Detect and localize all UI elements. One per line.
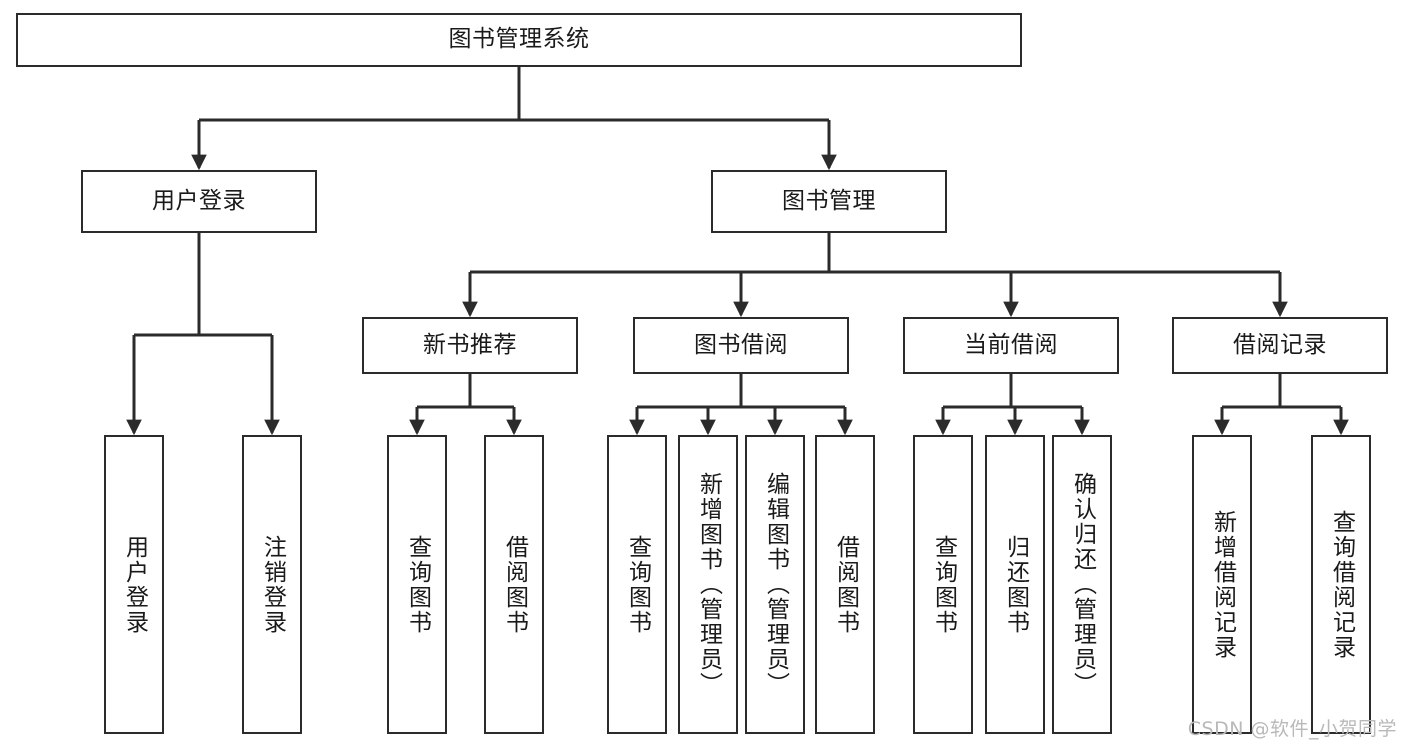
leaf-add-borrow-record-label: 新增借阅记录 <box>1209 509 1236 660</box>
leaf-query-book-borrow[interactable]: 查询图书 <box>607 435 667 734</box>
leaf-query-borrow-record[interactable]: 查询借阅记录 <box>1311 435 1371 734</box>
leaf-user-logout-label: 注销登录 <box>259 534 286 635</box>
node-current-borrow[interactable]: 当前借阅 <box>903 317 1119 374</box>
node-book-borrow[interactable]: 图书借阅 <box>633 317 849 374</box>
node-new-book-recommend-label: 新书推荐 <box>423 331 517 358</box>
leaf-add-book-admin[interactable]: 新增图书（管理员） <box>678 435 738 734</box>
leaf-query-book-recommend-label: 查询图书 <box>404 534 431 635</box>
leaf-add-book-admin-label: 新增图书（管理员） <box>695 472 722 697</box>
node-borrow-record[interactable]: 借阅记录 <box>1172 317 1388 374</box>
node-current-borrow-label: 当前借阅 <box>964 331 1058 358</box>
node-user-login-label: 用户登录 <box>152 187 246 214</box>
node-book-manage[interactable]: 图书管理 <box>711 170 947 233</box>
leaf-borrow-book-recommend-label: 借阅图书 <box>501 534 528 635</box>
node-user-login[interactable]: 用户登录 <box>81 170 317 233</box>
leaf-confirm-return-admin-label: 确认归还（管理员） <box>1069 472 1096 697</box>
leaf-return-book-label: 归还图书 <box>1002 534 1029 635</box>
leaf-edit-book-admin[interactable]: 编辑图书（管理员） <box>745 435 805 734</box>
leaf-borrow-book-recommend[interactable]: 借阅图书 <box>484 435 544 734</box>
node-book-manage-label: 图书管理 <box>782 187 876 214</box>
csdn-watermark: CSDN @软件_小贺同学 <box>1187 718 1397 740</box>
leaf-query-book-current-label: 查询图书 <box>930 534 957 635</box>
leaf-user-login-label: 用户登录 <box>121 534 148 635</box>
leaf-edit-book-admin-label: 编辑图书（管理员） <box>762 472 789 697</box>
leaf-return-book[interactable]: 归还图书 <box>985 435 1045 734</box>
leaf-query-book-recommend[interactable]: 查询图书 <box>387 435 447 734</box>
node-book-borrow-label: 图书借阅 <box>694 331 788 358</box>
leaf-borrow-book-label: 借阅图书 <box>832 534 859 635</box>
leaf-user-logout[interactable]: 注销登录 <box>242 435 302 734</box>
leaf-query-book-borrow-label: 查询图书 <box>624 534 651 635</box>
leaf-query-borrow-record-label: 查询借阅记录 <box>1328 509 1355 660</box>
leaf-user-login[interactable]: 用户登录 <box>104 435 164 734</box>
node-borrow-record-label: 借阅记录 <box>1233 331 1327 358</box>
node-root[interactable]: 图书管理系统 <box>16 13 1022 67</box>
leaf-confirm-return-admin[interactable]: 确认归还（管理员） <box>1052 435 1112 734</box>
leaf-query-book-current[interactable]: 查询图书 <box>913 435 973 734</box>
node-root-label: 图书管理系统 <box>448 26 590 53</box>
leaf-borrow-book[interactable]: 借阅图书 <box>815 435 875 734</box>
node-new-book-recommend[interactable]: 新书推荐 <box>362 317 578 374</box>
leaf-add-borrow-record[interactable]: 新增借阅记录 <box>1192 435 1252 734</box>
